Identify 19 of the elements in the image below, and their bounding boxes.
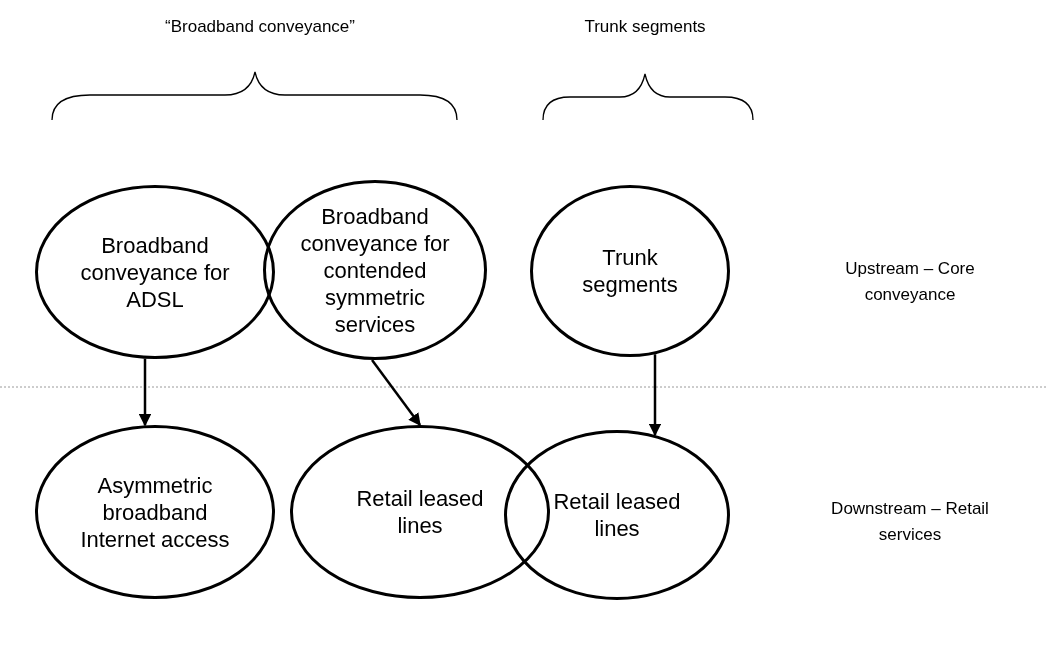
ellipse-node bbox=[35, 425, 275, 599]
node-label: Trunk segments bbox=[581, 244, 679, 298]
node-label: Retail leased lines bbox=[355, 485, 485, 539]
tier-label: Upstream – Core conveyance bbox=[844, 258, 976, 306]
node-label: Asymmetric broadband Internet access bbox=[79, 471, 231, 553]
node-label: Broadband conveyance for contended symmetric services bbox=[299, 202, 451, 338]
arrow bbox=[138, 358, 152, 427]
ellipse-node bbox=[263, 180, 487, 360]
ellipse-node bbox=[35, 185, 275, 359]
ellipse-node bbox=[504, 430, 730, 600]
ellipse-node bbox=[290, 425, 550, 599]
arrow bbox=[371, 359, 421, 426]
group-label: Trunk segments bbox=[583, 16, 707, 38]
tier-label: Downstream – Retail services bbox=[830, 498, 990, 546]
node-label: Retail leased lines bbox=[552, 488, 682, 542]
node-label: Broadband conveyance for ADSL bbox=[79, 231, 231, 313]
arrow bbox=[648, 354, 662, 437]
group-label: “Broadband conveyance” bbox=[164, 16, 356, 38]
ellipse-node bbox=[530, 185, 730, 357]
